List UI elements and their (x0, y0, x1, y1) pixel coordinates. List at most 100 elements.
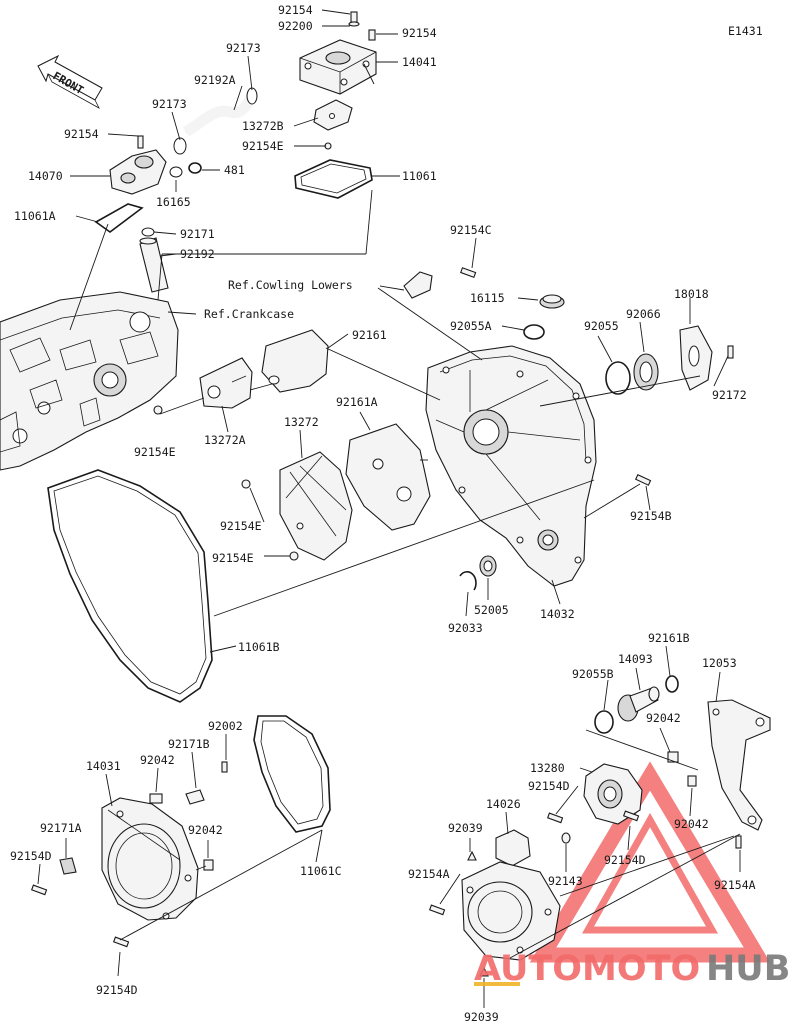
bolt-92154E-a (241, 479, 251, 489)
callout: 92192 (180, 247, 215, 261)
callout: 92154 (64, 127, 99, 141)
clamp-92171B (185, 789, 205, 805)
sprocket-cover (461, 861, 561, 961)
callout: 92154E (220, 519, 262, 533)
cover-14026 (495, 829, 531, 867)
washer-92143 (561, 832, 571, 844)
watermark-logo (529, 761, 771, 963)
callout: 92055 (584, 319, 619, 333)
callout: 92154D (604, 853, 646, 867)
clamp-92171A (59, 857, 77, 875)
callout: 481 (224, 163, 245, 177)
gasket-11061B (47, 469, 213, 703)
callout: 16115 (470, 291, 505, 305)
bolt-92172 (727, 345, 734, 359)
callout: 13272 (284, 415, 319, 429)
callout: 92042 (140, 753, 175, 767)
bolt-92154E-b (289, 551, 299, 561)
callout: 16165 (156, 195, 191, 209)
callout: 92161A (336, 395, 378, 409)
bolt-92154A-right (735, 835, 742, 849)
dowel-92042-b (203, 859, 214, 871)
callout: 92039 (448, 821, 483, 835)
pipe-92192 (139, 237, 169, 293)
callout: 14026 (486, 797, 521, 811)
callout: 11061B (238, 640, 280, 654)
callout: 92039 (464, 1010, 499, 1024)
o-ring-92055B (594, 710, 614, 734)
o-ring-481 (188, 162, 202, 174)
bolt-92154A-left (428, 904, 446, 916)
callout-labels: 92154 92200 92154 14041 92173 92192A 921… (10, 3, 756, 1024)
leader-lines (37, 9, 741, 1008)
dowel-92042-d (687, 775, 697, 787)
callout: 92161 (352, 328, 387, 342)
callout: 92033 (448, 621, 483, 635)
bolt-92154D-c (546, 812, 564, 824)
gasket-11061C (253, 715, 331, 833)
callout: 92154B (630, 509, 672, 523)
callout: 14031 (86, 759, 121, 773)
callout: 92143 (548, 874, 583, 888)
o-ring-92161B (665, 675, 679, 693)
clamp-92171 (141, 227, 155, 237)
diagram-code: E1431 (728, 24, 763, 38)
callout: 92042 (674, 817, 709, 831)
bolt-92154D-d (622, 810, 640, 822)
callout: 52005 (474, 603, 509, 617)
dowel-92042-c (667, 751, 679, 763)
callout: 92172 (712, 388, 747, 402)
shaft-14093 (617, 686, 660, 722)
cap-52005 (479, 555, 497, 577)
callout: 92042 (188, 823, 223, 837)
water-pipe-14070 (109, 135, 167, 195)
cap-16115 (539, 294, 565, 309)
callout: 92154D (10, 849, 52, 863)
damper-92161 (261, 329, 329, 393)
callout: 92154A (408, 867, 450, 881)
bolt-92154C (460, 267, 477, 278)
callout: 14041 (402, 55, 437, 69)
callout: 92066 (626, 307, 661, 321)
callout: 92154E (242, 139, 284, 153)
callout: 92154E (134, 445, 176, 459)
callout: 14070 (28, 169, 63, 183)
bolt-92039-bottom (479, 966, 489, 977)
dowel-92042-a (149, 793, 163, 804)
bolt-top (348, 11, 376, 41)
plate-13272A (199, 357, 253, 409)
generator-cover-14031 (101, 797, 199, 921)
hose-clamps (173, 87, 258, 155)
part-16165 (169, 166, 183, 178)
clutch-cover-14032 (425, 345, 597, 587)
callout: 14032 (540, 607, 575, 621)
watermark-part2: HUB (706, 949, 790, 989)
watermark-text: AUTOMOTO HUB (474, 949, 790, 989)
bracket-ref-cowling (403, 271, 433, 299)
cover-18018 (679, 325, 713, 391)
front-arrow-icon: FRONT (37, 54, 103, 109)
callout: 92200 (278, 19, 313, 33)
callout: 92154A (714, 878, 756, 892)
callout: 11061 (402, 169, 437, 183)
bracket-12053 (707, 699, 771, 831)
callout: 92055B (572, 667, 614, 681)
bolt-92039-top (467, 850, 477, 861)
callout: 92154D (96, 983, 138, 997)
callout: 92055A (450, 319, 492, 333)
callout: 13272B (242, 119, 284, 133)
callout: 13280 (530, 761, 565, 775)
callout: 92154D (528, 779, 570, 793)
callout: 92161B (648, 631, 690, 645)
callout: 92042 (646, 711, 681, 725)
bolt-92154B (634, 474, 652, 486)
callout: 92171 (180, 227, 215, 241)
bolt-92154D-left (30, 884, 48, 896)
callout: 92154C (450, 223, 492, 237)
ref-cowling-label: Ref.Cowling Lowers (228, 278, 353, 292)
plate-13272B (313, 99, 353, 131)
callout: 92171A (40, 821, 82, 835)
callout: 92154 (402, 26, 437, 40)
callout: 18018 (674, 287, 709, 301)
